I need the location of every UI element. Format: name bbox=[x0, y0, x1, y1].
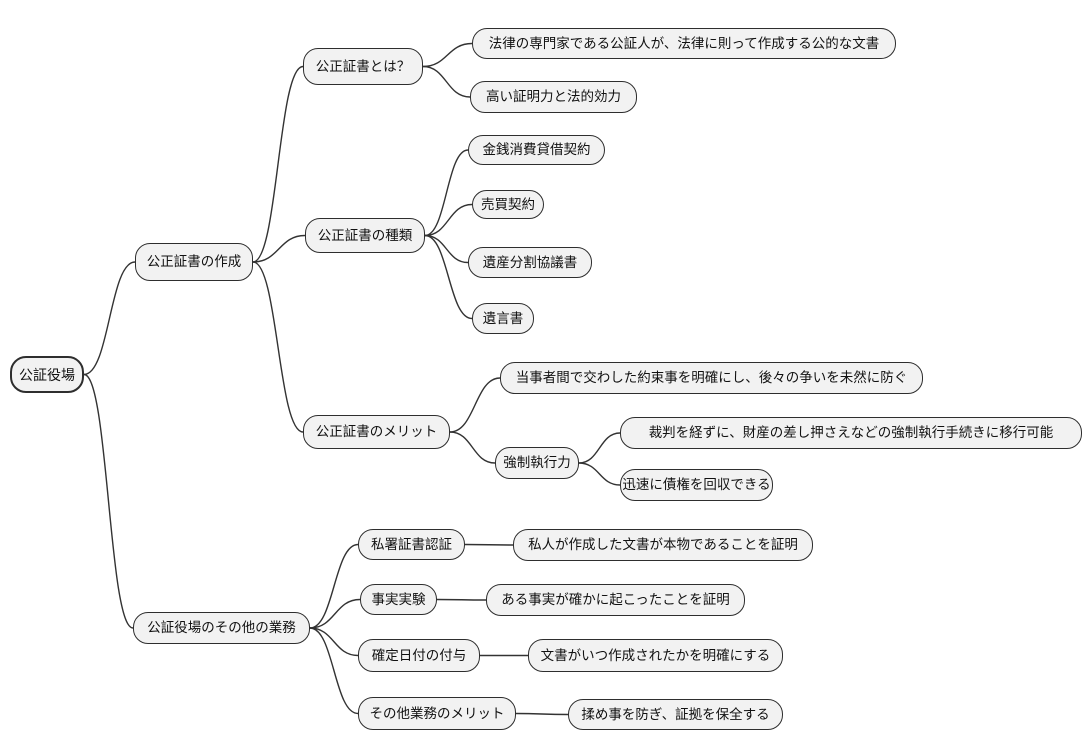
mindmap-node-hozen: 揉め事を防ぎ、証拠を保全する bbox=[568, 699, 783, 730]
mindmap-node-yuigon: 遺言書 bbox=[472, 303, 534, 334]
edge-sonota_merit-to-hozen bbox=[515, 712, 569, 716]
edge-shisho-to-honmono bbox=[464, 543, 514, 546]
edge-root-to-sakusei bbox=[83, 261, 136, 376]
mindmap-node-kinsen: 金銭消費貸借契約 bbox=[468, 135, 605, 165]
edge-sonota-to-kakutei bbox=[309, 627, 359, 657]
edge-towa-to-def bbox=[422, 42, 473, 68]
edge-sonota-to-sonota_merit bbox=[309, 627, 359, 715]
mindmap-node-towa: 公正証書とは？ bbox=[303, 48, 423, 85]
mindmap-node-isan: 遺産分割協議書 bbox=[468, 247, 592, 278]
edge-shurui-to-baibai bbox=[424, 203, 473, 237]
mindmap-node-jinsoku: 迅速に債権を回収できる bbox=[620, 469, 773, 501]
mindmap-node-kakutei: 確定日付の付与 bbox=[358, 639, 480, 672]
mindmap-node-jijitsu: 事実実験 bbox=[360, 584, 437, 615]
mindmap-node-baibai: 売買契約 bbox=[472, 190, 544, 219]
mindmap-node-kyosei: 強制執行力 bbox=[495, 447, 579, 479]
edge-root-to-sonota bbox=[83, 373, 134, 629]
mindmap-node-shurui: 公正証書の種類 bbox=[305, 218, 425, 253]
mindmap-node-okotta: ある事実が確かに起こったことを証明 bbox=[486, 584, 745, 616]
mindmap-node-merit: 公正証書のメリット bbox=[303, 415, 450, 449]
edge-sakusei-to-merit bbox=[252, 261, 304, 433]
mindmap-node-shisho: 私署証書認証 bbox=[358, 529, 465, 560]
mindmap-node-sonota_merit: その他業務のメリット bbox=[358, 697, 516, 730]
edge-merit-to-kyosei bbox=[449, 431, 496, 464]
mindmap-node-sonota: 公証役場のその他の業務 bbox=[133, 612, 310, 644]
mindmap-node-sakusei: 公正証書の作成 bbox=[135, 243, 253, 281]
mindmap-node-honmono: 私人が作成した文書が本物であることを証明 bbox=[513, 529, 813, 561]
edge-shurui-to-isan bbox=[424, 234, 469, 264]
edge-sakusei-to-shurui bbox=[252, 234, 306, 263]
mindmap-node-meikaku: 文書がいつ作成されたかを明確にする bbox=[528, 639, 783, 672]
edge-sonota-to-jijitsu bbox=[309, 598, 361, 629]
edge-kyosei-to-jinsoku bbox=[578, 462, 621, 486]
edge-shurui-to-kinsen bbox=[424, 149, 469, 237]
mindmap-node-root: 公証役場 bbox=[10, 356, 84, 393]
edge-sonota-to-shisho bbox=[309, 543, 359, 629]
edge-kyosei-to-saiban bbox=[578, 432, 621, 464]
edge-shurui-to-yuigon bbox=[424, 234, 473, 320]
edge-jijitsu-to-okotta bbox=[436, 598, 487, 601]
edge-towa-to-power bbox=[422, 65, 471, 98]
edge-merit-to-yakusoku bbox=[449, 377, 501, 433]
mindmap-node-def: 法律の専門家である公証人が、法律に則って作成する公的な文書 bbox=[472, 28, 896, 59]
mindmap-node-power: 高い証明力と法的効力 bbox=[470, 81, 637, 113]
edge-sakusei-to-towa bbox=[252, 65, 304, 263]
mindmap-node-saiban: 裁判を経ずに、財産の差し押さえなどの強制執行手続きに移行可能 bbox=[620, 417, 1082, 449]
mindmap-node-yakusoku: 当事者間で交わした約束事を明確にし、後々の争いを未然に防ぐ bbox=[500, 362, 923, 394]
